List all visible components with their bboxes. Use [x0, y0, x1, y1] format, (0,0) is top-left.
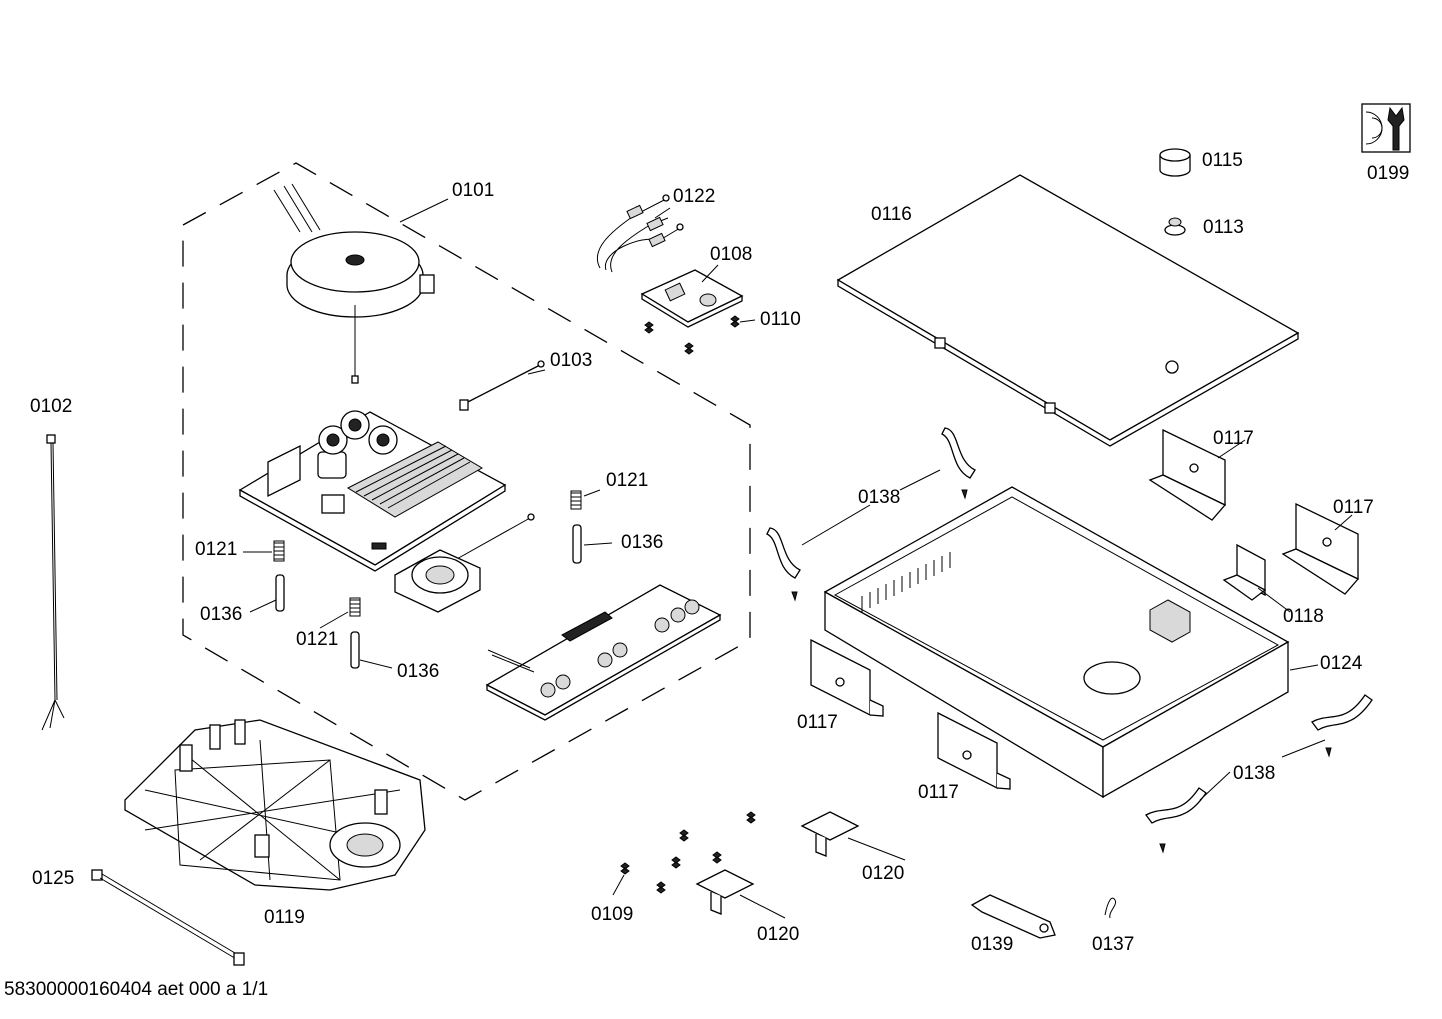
label-0117-b: 0117	[1333, 497, 1374, 518]
heating-coil-0101[interactable]	[273, 183, 435, 384]
foot-0117-lower-mid[interactable]	[937, 711, 1011, 790]
label-0120-a: 0120	[862, 863, 904, 884]
clamp-0138-right-lower[interactable]	[1145, 787, 1207, 854]
spring-0121-mid[interactable]	[349, 597, 361, 617]
label-0110: 0110	[760, 309, 801, 330]
assembly-outline-dashed	[182, 162, 751, 801]
label-0125: 0125	[32, 868, 74, 889]
label-0119: 0119	[264, 907, 305, 928]
label-0199: 0199	[1367, 163, 1409, 184]
bracket-0120-lower[interactable]	[695, 869, 755, 915]
label-0120-b: 0120	[757, 924, 799, 945]
bracket-0120-upper[interactable]	[800, 811, 860, 857]
label-0137: 0137	[1092, 934, 1134, 955]
label-0113: 0113	[1203, 217, 1244, 238]
tool-0139[interactable]	[970, 894, 1056, 939]
cable-0125[interactable]	[91, 869, 245, 966]
label-0121-c: 0121	[296, 629, 338, 650]
clamp-0138-left[interactable]	[766, 527, 801, 602]
leader-lines	[243, 198, 1353, 919]
spring-0121-right[interactable]	[570, 490, 582, 510]
display-board[interactable]	[485, 584, 722, 721]
sensor-cable-0102[interactable]	[41, 434, 65, 731]
label-0117-d: 0117	[918, 782, 959, 803]
clips-0109[interactable]	[620, 811, 756, 894]
label-0109: 0109	[591, 904, 633, 925]
label-0103: 0103	[550, 350, 592, 371]
label-0122: 0122	[673, 186, 715, 207]
foot-0117-lower-left[interactable]	[810, 638, 884, 717]
label-0117-c: 0117	[797, 712, 838, 733]
coil-carrier-0119[interactable]	[124, 719, 426, 891]
label-0102: 0102	[30, 396, 72, 417]
tube-0136-right[interactable]	[572, 524, 582, 564]
document-id-footer: 58300000160404 aet 000 a 1/1	[4, 979, 269, 1000]
bracket-0118[interactable]	[1222, 543, 1267, 601]
label-0138-a: 0138	[858, 487, 900, 508]
tube-0136-mid[interactable]	[350, 631, 360, 669]
wrench-icon	[1361, 103, 1411, 153]
label-0121-a: 0121	[606, 470, 648, 491]
temperature-sensor-0103[interactable]	[459, 360, 545, 411]
label-0139: 0139	[971, 934, 1013, 955]
clamp-0138-upper[interactable]	[941, 427, 976, 500]
label-0136-c: 0136	[397, 661, 439, 682]
label-0101: 0101	[452, 180, 494, 201]
label-0117-a: 0117	[1213, 428, 1254, 449]
foot-0117-upper-right-2[interactable]	[1281, 502, 1360, 595]
power-board[interactable]	[238, 410, 507, 572]
knob-0115[interactable]	[1159, 148, 1191, 177]
cooling-fan[interactable]	[394, 513, 535, 613]
glass-ceramic-top-0116[interactable]	[836, 174, 1300, 447]
label-0108: 0108	[710, 244, 752, 265]
housing-0124[interactable]	[823, 486, 1290, 799]
spring-clips-0110[interactable]	[644, 315, 740, 355]
label-0118: 0118	[1283, 606, 1324, 627]
spring-0121-left[interactable]	[273, 540, 285, 562]
control-board-0108[interactable]	[640, 269, 744, 328]
label-0116: 0116	[871, 204, 912, 225]
label-0115: 0115	[1202, 150, 1243, 171]
label-0124: 0124	[1320, 653, 1363, 674]
wiring-harness-0122[interactable]	[597, 194, 684, 273]
clip-0137[interactable]	[1104, 897, 1117, 919]
tube-0136-left[interactable]	[275, 574, 285, 612]
clamp-0138-right-upper[interactable]	[1311, 694, 1373, 758]
label-0136-a: 0136	[621, 532, 663, 553]
foot-0117-upper-right-1[interactable]	[1148, 428, 1227, 521]
label-0138-b: 0138	[1233, 763, 1275, 784]
label-0121-b: 0121	[195, 539, 237, 560]
magnet-holder-0113[interactable]	[1164, 217, 1186, 236]
label-0136-b: 0136	[200, 604, 242, 625]
